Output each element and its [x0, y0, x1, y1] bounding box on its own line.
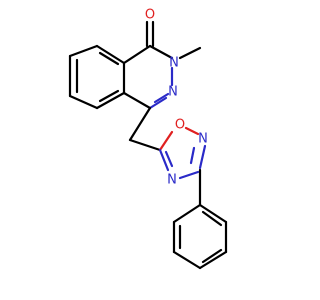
bond [198, 203, 228, 224]
bond-double-inner [164, 150, 174, 168]
bond-c-o [158, 130, 174, 152]
bond-o-n [184, 126, 200, 136]
molecule-diagram: O N N O N N [68, 8, 228, 270]
bond [95, 91, 126, 110]
oxadiazole-n-upper-label: N [198, 132, 208, 147]
bond [198, 250, 228, 270]
oxadiazole-n-lower-label: N [167, 173, 177, 188]
oxadiazole-oxygen-label: O [175, 118, 185, 133]
bond [128, 138, 162, 152]
bond-double-inner [189, 146, 196, 165]
bond-c-n [158, 148, 170, 172]
bond-n-c [198, 144, 207, 170]
bond-double-inner [98, 89, 120, 103]
bond [172, 203, 202, 224]
methyl-bond [178, 46, 202, 60]
bond-double-inner [153, 92, 170, 104]
bond-double-inner [201, 248, 223, 264]
n3-label: N [168, 85, 178, 100]
pyridazinone-ring [122, 20, 202, 110]
bond [122, 44, 152, 65]
bond [172, 250, 202, 270]
bond [95, 44, 126, 65]
bond-double-inner [201, 210, 223, 227]
bond-c-n [148, 96, 168, 110]
bond [68, 44, 99, 58]
bond [128, 106, 152, 142]
oxadiazole-ring [158, 126, 207, 180]
atom-labels: O N N O N N [145, 8, 208, 188]
bond-c-n [178, 170, 200, 180]
bond [68, 94, 99, 110]
bond-double-inner [98, 51, 120, 66]
phenyl-ring [172, 168, 228, 270]
n2-label: N [169, 56, 179, 71]
bond [148, 44, 174, 60]
benzo-ring [68, 44, 126, 110]
methylene-linker [128, 106, 162, 152]
bond [122, 91, 152, 110]
carbonyl-oxygen-label: O [145, 8, 155, 23]
